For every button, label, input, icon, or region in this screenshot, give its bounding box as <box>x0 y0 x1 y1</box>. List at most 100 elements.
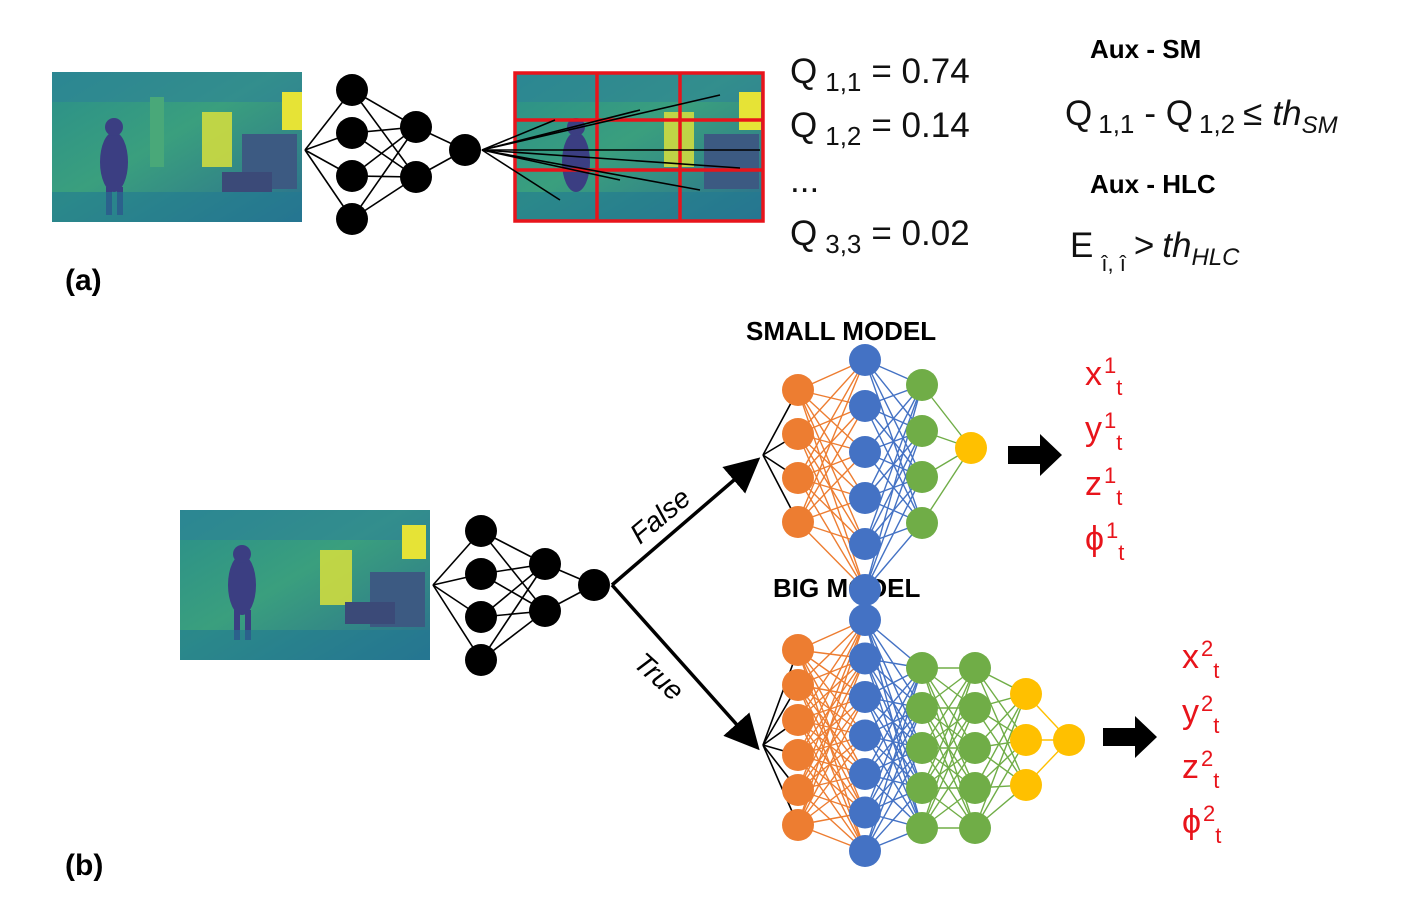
neuron <box>906 652 938 684</box>
connection-line <box>974 693 1027 829</box>
neuron <box>906 772 938 804</box>
neuron <box>955 432 987 464</box>
connection-line <box>797 359 866 523</box>
connection-line <box>864 735 923 829</box>
neuron <box>782 704 814 736</box>
connection-line <box>480 530 546 612</box>
neuron <box>465 558 497 590</box>
classifier-network-b <box>432 515 610 676</box>
connection-line <box>797 405 866 523</box>
neuron <box>849 642 881 675</box>
neuron <box>849 344 881 376</box>
connection-line <box>797 684 866 775</box>
neuron <box>849 758 881 790</box>
big-model-network <box>762 604 1085 867</box>
right-arrow-icon <box>1103 716 1157 758</box>
connection-line <box>864 476 923 591</box>
output-phi-big: ϕ2t <box>1182 801 1221 848</box>
neuron <box>849 835 881 867</box>
neuron <box>959 812 991 844</box>
aux-sm-title: Aux - SM <box>1090 34 1201 64</box>
panel-b: False True SMALL MODEL BIG MODEL x1t y1t… <box>65 316 1221 882</box>
connection-line <box>864 430 923 591</box>
fan-out-line <box>481 149 741 169</box>
q-ellipsis: ... <box>790 161 819 200</box>
connection-line <box>797 389 866 545</box>
connection-line <box>864 747 923 852</box>
connection-line <box>864 707 923 852</box>
connection-line <box>797 619 866 756</box>
fan-out-line <box>481 149 621 181</box>
neuron <box>782 374 814 406</box>
neuron <box>959 692 991 724</box>
big-model-outputs: x2t y2t z2t ϕ2t <box>1182 636 1221 848</box>
neuron <box>578 569 610 601</box>
connection-line <box>351 126 417 220</box>
connection-line <box>797 696 866 826</box>
grid-fan-lines <box>481 94 760 201</box>
neuron <box>1010 769 1042 801</box>
neuron <box>465 644 497 676</box>
neuron <box>336 203 368 235</box>
output-y-big: y2t <box>1182 691 1219 738</box>
camera-frame-a <box>52 72 302 222</box>
small-model-title: SMALL MODEL <box>746 316 936 346</box>
neuron <box>849 390 881 422</box>
connection-line <box>797 359 866 479</box>
connection-line <box>974 667 1027 786</box>
connection-line <box>864 384 923 545</box>
connection-line <box>797 619 866 721</box>
connection-line <box>921 707 976 829</box>
neuron <box>959 772 991 804</box>
connection-line <box>797 451 866 523</box>
neuron <box>336 160 368 192</box>
neuron <box>465 515 497 547</box>
connection-line <box>797 433 866 591</box>
connection-line <box>480 563 546 661</box>
neuron <box>1010 678 1042 710</box>
neuron <box>529 548 561 580</box>
connection-line <box>797 735 866 826</box>
connection-line <box>864 667 923 775</box>
true-branch-label: True <box>628 646 690 706</box>
neuron <box>465 601 497 633</box>
neuron <box>782 809 814 841</box>
neuron <box>336 74 368 106</box>
connection-line <box>797 359 866 435</box>
connection-line <box>864 696 923 789</box>
neuron <box>782 462 814 494</box>
neuron <box>959 732 991 764</box>
connection-line <box>797 649 866 775</box>
small-model-outputs: x1t y1t z1t ϕ1t <box>1085 353 1124 565</box>
neuron <box>782 739 814 771</box>
output-y-small: y1t <box>1085 408 1122 455</box>
output-x-big: x2t <box>1182 636 1219 683</box>
neuron <box>400 111 432 143</box>
grid-frame-a <box>513 71 765 223</box>
grid-lines <box>513 71 765 223</box>
true-branch-arrow <box>610 583 760 751</box>
neuron <box>906 369 938 401</box>
neuron <box>906 415 938 447</box>
neuron <box>906 732 938 764</box>
neuron <box>849 719 881 752</box>
fan-out-line <box>481 149 701 191</box>
output-phi-small: ϕ1t <box>1085 518 1124 565</box>
right-arrow-icon <box>1008 434 1062 476</box>
fan-out-line <box>481 119 556 151</box>
connection-line <box>797 719 866 813</box>
big-model-title: BIG MODEL <box>773 573 920 603</box>
neuron <box>849 796 881 829</box>
connection-line <box>974 739 1027 829</box>
neuron <box>849 482 881 514</box>
connection-line <box>974 693 1027 789</box>
neuron <box>959 652 991 684</box>
connection-line <box>921 667 976 789</box>
connection-line <box>797 433 866 545</box>
